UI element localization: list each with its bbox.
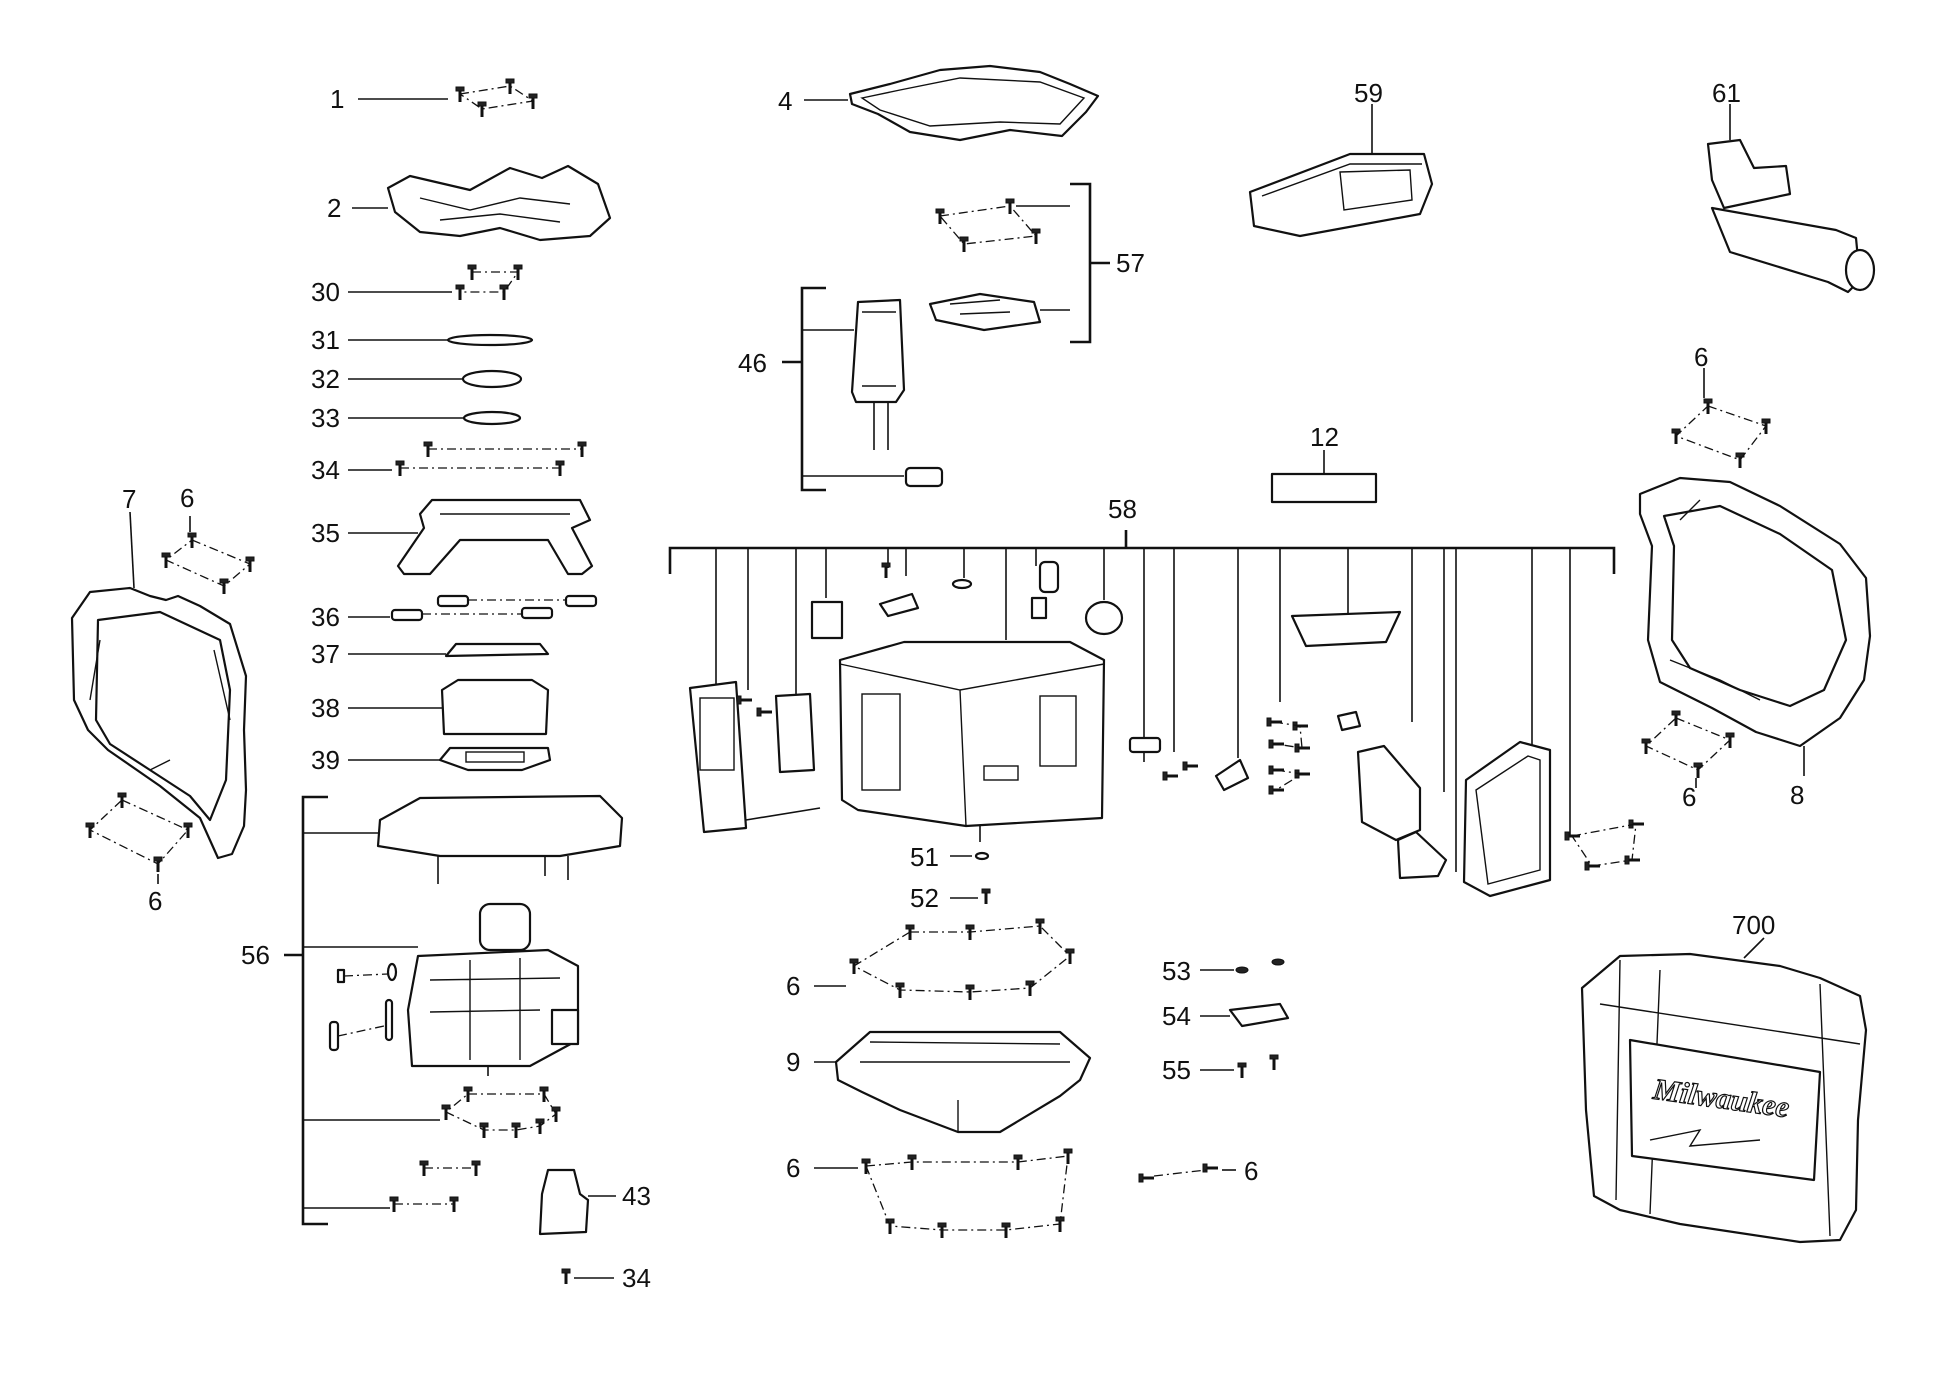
callout-30: 30 — [311, 277, 340, 307]
callout-6b: 6 — [148, 886, 162, 916]
callout-6d: 6 — [1682, 782, 1696, 812]
callout-51: 51 — [910, 842, 939, 872]
callout-39: 39 — [311, 745, 340, 775]
part-53-pads — [1200, 958, 1285, 974]
callout-59: 59 — [1354, 78, 1383, 108]
callout-6e: 6 — [786, 971, 800, 1001]
part-35-frame — [348, 498, 594, 576]
part-12-label — [1270, 450, 1378, 504]
part-2-top-cover — [352, 164, 612, 242]
callout-56: 56 — [241, 940, 270, 970]
part-4-gasket — [804, 64, 1100, 142]
part-34-screws-top — [348, 440, 588, 478]
callout-700: 700 — [1732, 910, 1775, 940]
part-58-small-components — [810, 560, 1162, 754]
callout-2: 2 — [327, 193, 341, 223]
part-39-base-plate — [348, 746, 552, 772]
part-51-oring — [950, 851, 990, 861]
part-56-screw-set — [440, 1085, 562, 1140]
part-58-bracket — [668, 530, 1616, 872]
part-56-bracket — [284, 795, 440, 1226]
part-700-carry-case — [1580, 937, 1868, 1244]
callout-1: 1 — [330, 84, 344, 114]
callout-7: 7 — [122, 484, 136, 514]
callout-58: 58 — [1108, 494, 1137, 524]
callout-32: 32 — [311, 364, 340, 394]
callout-6c: 6 — [1694, 342, 1708, 372]
callout-31: 31 — [311, 325, 340, 355]
part-56-pins — [328, 962, 398, 1052]
part-54-plate — [1200, 1002, 1290, 1028]
part-46-module — [782, 286, 944, 492]
callout-4: 4 — [778, 86, 792, 116]
callout-46: 46 — [738, 348, 767, 378]
callout-34a: 34 — [311, 455, 340, 485]
callout-6g: 6 — [1244, 1156, 1258, 1186]
callout-37: 37 — [311, 639, 340, 669]
part-52-screw — [950, 887, 992, 906]
part-58-display-panel — [688, 680, 821, 834]
callout-6a: 6 — [180, 483, 194, 513]
part-57-pcb-and-screws — [928, 182, 1110, 344]
callout-54: 54 — [1162, 1001, 1191, 1031]
part-61-receiver-clamp — [1706, 104, 1876, 294]
part-34-screw-bottom — [560, 1267, 614, 1286]
part-6-screws-base-bottom — [814, 1147, 1074, 1240]
callout-43: 43 — [622, 1181, 651, 1211]
callout-52: 52 — [910, 883, 939, 913]
callout-35: 35 — [311, 518, 340, 548]
part-36-feet — [348, 594, 598, 622]
part-6-screws-handle8-bottom — [1640, 709, 1736, 788]
part-6-screws-handle7-bottom — [84, 791, 194, 884]
part-56-optics-assembly — [406, 902, 580, 1076]
callout-36: 36 — [311, 602, 340, 632]
part-56-chassis — [376, 794, 624, 884]
part-8-handle — [1638, 476, 1872, 776]
callout-55: 55 — [1162, 1055, 1191, 1085]
callout-9: 9 — [786, 1047, 800, 1077]
part-38-housing — [348, 678, 550, 736]
callout-8: 8 — [1790, 780, 1804, 810]
part-6-screws-handle7-top — [160, 516, 256, 596]
part-37-plate — [348, 642, 550, 658]
part-6-screws-base-top — [814, 917, 1076, 1002]
callout-53: 53 — [1162, 956, 1191, 986]
part-32-ring — [348, 369, 523, 389]
callout-61: 61 — [1712, 78, 1741, 108]
callout-12: 12 — [1310, 422, 1339, 452]
part-56-lower-screws — [388, 1159, 482, 1214]
part-9-base — [814, 1030, 1092, 1134]
part-1-screws — [358, 77, 539, 119]
part-6-screws-handle8-top — [1670, 368, 1772, 470]
part-33-ring — [348, 410, 522, 426]
part-58-main-housing — [838, 640, 1106, 842]
callout-38: 38 — [311, 693, 340, 723]
part-43-battery-door — [538, 1168, 616, 1236]
part-58-right-components — [1161, 610, 1646, 898]
part-31-ring — [348, 333, 534, 347]
part-30-screws — [348, 263, 524, 302]
part-55-screws — [1200, 1053, 1280, 1080]
callout-34b: 34 — [622, 1263, 651, 1293]
part-59-remote — [1248, 104, 1434, 238]
callout-57: 57 — [1116, 248, 1145, 278]
part-7-handle — [70, 511, 248, 860]
part-6-screws-right — [1137, 1162, 1236, 1184]
callout-6f: 6 — [786, 1153, 800, 1183]
callout-33: 33 — [311, 403, 340, 433]
